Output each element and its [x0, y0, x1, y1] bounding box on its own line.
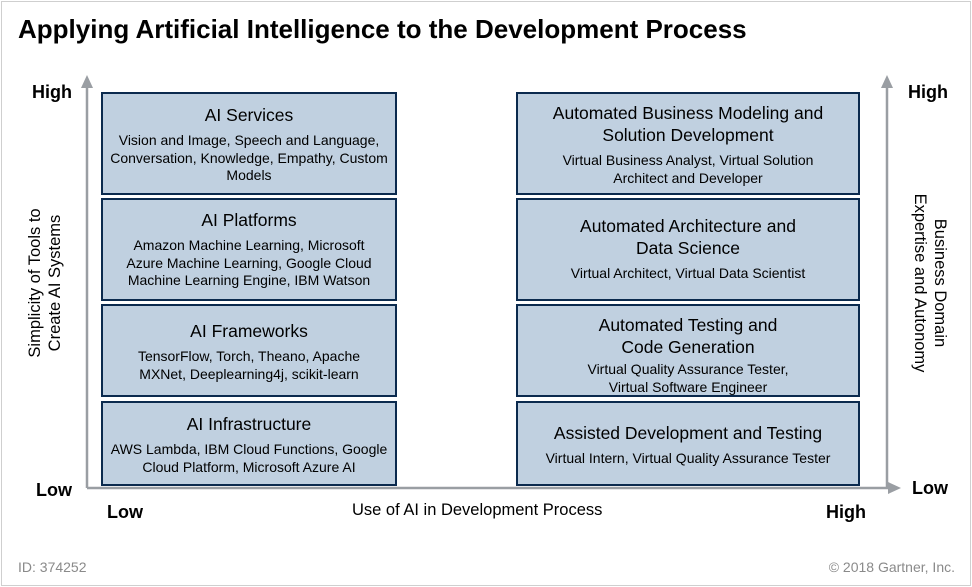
- box-heading: Assisted Development and Testing: [553, 423, 823, 443]
- box-detail: Virtual Quality Assurance Tester, Virtua…: [587, 361, 789, 395]
- box-detail: Virtual Intern, Virtual Quality Assuranc…: [545, 450, 831, 466]
- box-heading: AI Infrastructure: [186, 414, 312, 434]
- box-heading: Automated Business Modeling and Solution…: [552, 103, 824, 145]
- right-axis-arrowhead: [881, 75, 893, 88]
- right-axis-low: Low: [912, 478, 948, 498]
- bottom-axis-low: Low: [107, 502, 143, 522]
- box-detail: AWS Lambda, IBM Cloud Functions, Google …: [110, 441, 388, 475]
- box-ai-infrastructure: AI Infrastructure AWS Lambda, IBM Cloud …: [101, 401, 397, 486]
- box-ai-services: AI Services Vision and Image, Speech and…: [101, 92, 397, 195]
- page-title: Applying Artificial Intelligence to the …: [18, 14, 747, 44]
- box-heading: Automated Architecture and Data Science: [580, 216, 796, 258]
- box-detail: Vision and Image, Speech and Language, C…: [110, 132, 388, 183]
- footer-id: ID: 374252: [18, 559, 87, 575]
- footer-copyright: © 2018 Gartner, Inc.: [828, 559, 955, 575]
- box-heading: AI Services: [204, 105, 294, 125]
- right-axis-high: High: [908, 82, 948, 102]
- box-automated-testing: Automated Testing and Code Generation Vi…: [516, 304, 860, 397]
- box-detail: TensorFlow, Torch, Theano, Apache MXNet,…: [137, 348, 361, 382]
- box-detail: Virtual Business Analyst, Virtual Soluti…: [562, 152, 814, 186]
- box-ai-platforms: AI Platforms Amazon Machine Learning, Mi…: [101, 198, 397, 301]
- left-axis-low: Low: [36, 480, 72, 500]
- box-heading: Automated Testing and Code Generation: [598, 315, 778, 357]
- box-detail: Amazon Machine Learning, Microsoft Azure…: [126, 237, 372, 288]
- left-axis-arrowhead: [81, 75, 93, 88]
- bottom-axis-title: Use of AI in Development Process: [352, 501, 603, 519]
- box-automated-architecture: Automated Architecture and Data Science …: [516, 198, 860, 301]
- box-assisted-development: Assisted Development and Testing Virtual…: [516, 401, 860, 486]
- left-axis-high: High: [32, 82, 72, 102]
- bottom-axis-high: High: [826, 502, 866, 522]
- box-heading: AI Frameworks: [190, 321, 308, 341]
- bottom-axis-arrowhead: [888, 482, 901, 494]
- left-axis-title: Simplicity of Tools to Create AI Systems: [26, 208, 64, 358]
- box-detail: Virtual Architect, Virtual Data Scientis…: [570, 265, 806, 281]
- box-heading: AI Platforms: [201, 210, 297, 230]
- box-ai-frameworks: AI Frameworks TensorFlow, Torch, Theano,…: [101, 304, 397, 397]
- box-automated-business-modeling: Automated Business Modeling and Solution…: [516, 92, 860, 195]
- right-axis-title: Business Domain Expertise and Autonomy: [911, 193, 949, 373]
